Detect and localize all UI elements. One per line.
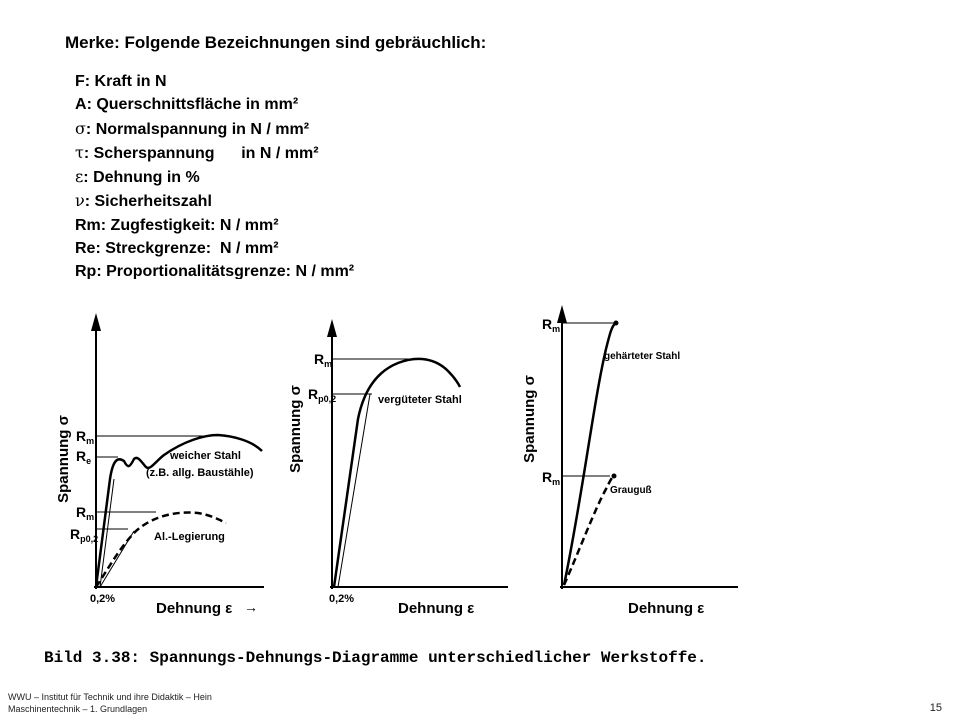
panel1-rm-low-label: Rm bbox=[76, 504, 94, 522]
panel1-curve-weich-note: (z.B. allg. Baustähle) bbox=[146, 467, 254, 479]
panel2-y-arrow bbox=[327, 319, 337, 337]
panel2-rm-label: Rm bbox=[314, 351, 332, 369]
panel1-offset-line bbox=[99, 478, 115, 588]
panel3-curve-hart-label: gehärteter Stahl bbox=[604, 351, 680, 362]
page-number: 15 bbox=[929, 702, 942, 714]
panel1-re-label: Re bbox=[76, 448, 91, 466]
panel3-curve-guss-label: Grauguß bbox=[610, 485, 652, 496]
panel1-x-axis-label: Dehnung ε bbox=[156, 600, 232, 617]
panel1-rm-top-label: Rm bbox=[76, 428, 94, 446]
panel-3: Spannung σ Dehnung ε gehärteter Stahl Gr… bbox=[521, 305, 738, 617]
panel3-curve-hart-end bbox=[613, 320, 619, 326]
panel1-curve-weich-label: weicher Stahl bbox=[169, 450, 241, 462]
slide-heading: Merke: Folgende Bezeichnungen sind gebrä… bbox=[65, 33, 487, 52]
panel1-curve-al-label: Al.-Legierung bbox=[154, 531, 225, 543]
panel3-x-axis-label: Dehnung ε bbox=[628, 600, 704, 617]
panel1-y-axis-label: Spannung σ bbox=[55, 415, 72, 503]
panel2-curve bbox=[332, 357, 462, 588]
panel1-rp-label: Rp0,2 bbox=[70, 526, 98, 544]
panel2-x-axis-label: Dehnung ε bbox=[398, 600, 474, 617]
panel2-curve-label: vergüteter Stahl bbox=[378, 394, 462, 406]
panel-2: Spannung σ Dehnung ε 0,2% vergüteter Sta… bbox=[287, 319, 508, 617]
term-force: F: Kraft in N bbox=[75, 73, 167, 90]
term-safety-factor: ν: Sicherheitszahl bbox=[75, 191, 212, 211]
panel1-curve-weich bbox=[94, 433, 263, 588]
panel3-curve-hart bbox=[562, 321, 617, 586]
footer: WWU – Institut für Technik und ihre Dida… bbox=[8, 691, 212, 715]
term-yield-strength: Re: Streckgrenze: N / mm² bbox=[75, 240, 279, 258]
panel1-al-offset-line bbox=[99, 530, 135, 588]
term-shear-stress: τ: Scherspannung in N / mm² bbox=[75, 142, 319, 162]
panel2-tick-label: 0,2% bbox=[329, 593, 354, 605]
panel2-y-axis-label: Spannung σ bbox=[287, 385, 304, 473]
term-proportional-limit: Rp: Proportionalitätsgrenze: N / mm² bbox=[75, 263, 355, 281]
panel3-rm-top-label: Rm bbox=[542, 316, 560, 334]
term-tensile-strength: Rm: Zugfestigkeit: N / mm² bbox=[75, 216, 279, 234]
panel3-y-arrow bbox=[557, 305, 567, 323]
panel-1: Spannung σ Dehnung ε → 0,2% weicher Stah… bbox=[55, 313, 264, 617]
figure-caption: Bild 3.38: Spannungs-Dehnungs-Diagramme … bbox=[44, 649, 707, 667]
panel1-y-arrow bbox=[91, 313, 101, 331]
term-strain: ε: Dehnung in % bbox=[75, 167, 200, 187]
panel2-offset-line bbox=[337, 393, 371, 588]
panel3-rm-low-label: Rm bbox=[542, 469, 560, 487]
panel1-x-arrow: → bbox=[244, 599, 258, 615]
footer-institute: WWU – Institut für Technik und ihre Dida… bbox=[8, 692, 212, 702]
terms-list: F: Kraft in N A: Querschnittsfläche in m… bbox=[75, 70, 354, 284]
panel3-y-axis-label: Spannung σ bbox=[521, 375, 538, 463]
stress-strain-diagrams: Spannung σ Dehnung ε → 0,2% weicher Stah… bbox=[44, 305, 738, 667]
panel3-curve-guss bbox=[562, 474, 615, 586]
panel1-tick-label: 0,2% bbox=[90, 593, 115, 605]
stress-strain-figure: Spannung σ Dehnung ε → 0,2% weicher Stah… bbox=[38, 279, 760, 689]
panel1-curve-al bbox=[94, 511, 227, 588]
footer-course: Maschinentechnik – 1. Grundlagen bbox=[8, 704, 148, 714]
term-normal-stress: σ: Normalspannung in N / mm² bbox=[75, 118, 310, 138]
panel3-curve-guss-end bbox=[611, 473, 617, 479]
term-area: A: Querschnittsfläche in mm² bbox=[75, 96, 299, 114]
